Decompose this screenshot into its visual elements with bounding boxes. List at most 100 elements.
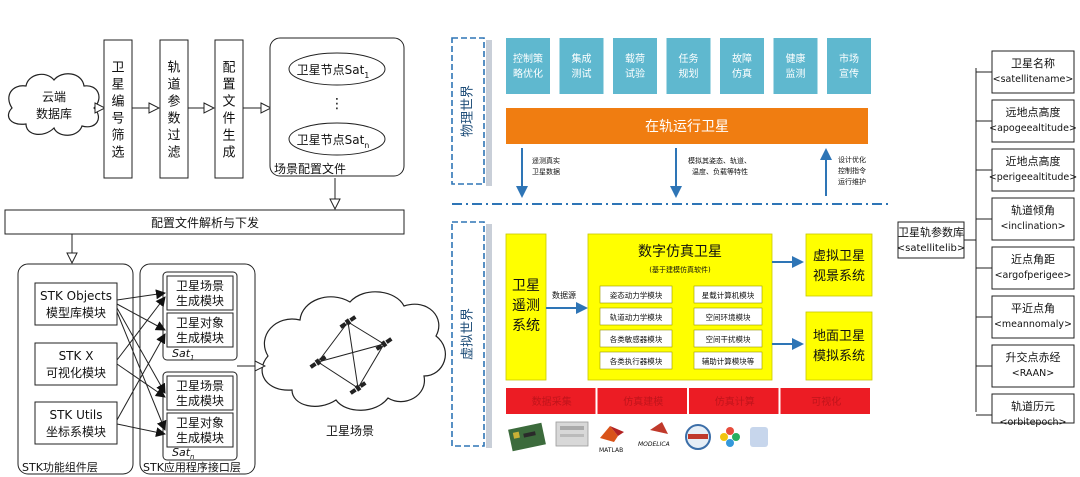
satellite-icon (349, 381, 367, 395)
sim-module-box (693, 285, 763, 304)
filter-box-2-char: 滤 (167, 146, 180, 161)
sat-node-n-ellipsis (288, 122, 386, 156)
satellite-icon (309, 355, 327, 369)
sim-module-box (599, 285, 673, 304)
sim-module-label: 各类执行器模块 (610, 356, 663, 366)
stk-x-box (34, 342, 118, 386)
red-bar-segment-label: 仿真建模 (623, 395, 663, 408)
param-box (991, 148, 1075, 192)
scene-gen-module-n-box (166, 375, 234, 411)
satellite-scene-icons (309, 315, 393, 395)
satellite-scene-links (317, 321, 385, 389)
param-leaf-boxes: 卫星名称<satellitename>远地点高度<apogeealtitude>… (976, 50, 1078, 428)
param-root-box (897, 221, 965, 259)
sat-node-1-ellipse (288, 52, 386, 86)
orbit-param-filter-box (159, 39, 189, 179)
filter-box-2-char: 数 (167, 112, 180, 127)
application-box-label: 监测 (786, 67, 806, 80)
application-box (506, 38, 550, 94)
param-name-label: 平近点角 (1011, 302, 1055, 315)
physical-world-bar (451, 37, 485, 185)
param-tag-label: <inclination> (1000, 221, 1065, 232)
physical-world-bar-shadow (486, 40, 492, 186)
param-name-label: 轨道历元 (1011, 399, 1055, 413)
application-box-label: 故障 (732, 52, 752, 65)
filter-box-1-char: 卫 (111, 61, 124, 76)
filter-box-2-char: 道 (167, 78, 180, 93)
red-bar-segment-label: 数据采集 (532, 395, 572, 408)
filter-box-1-char: 号 (111, 112, 124, 127)
stk-utils-label-1: STK Utils (49, 408, 102, 422)
red-bar-segment (689, 388, 779, 414)
module-group-n-sat-label: Satn (172, 446, 194, 461)
filter-box-1-char: 编 (111, 95, 124, 110)
virtual-view-label-1: 虚拟卫星 (813, 249, 865, 264)
svg-text:MATLAB: MATLAB (599, 447, 623, 454)
matlab-logo: MATLAB (599, 426, 624, 454)
config-file-gen-box (214, 39, 244, 179)
process-red-bar: 数据采集仿真建模仿真计算可视化 (506, 388, 870, 414)
sim-module-box (693, 351, 763, 370)
application-box-label: 载荷 (625, 53, 645, 65)
filter-box-3-char: 文 (222, 95, 235, 110)
sim-module-box (599, 329, 673, 348)
filter-box-1-char: 星 (111, 78, 124, 93)
filter-box-3-char: 生 (222, 129, 235, 144)
application-box-label: 任务 (679, 52, 699, 65)
sim-module-label: 星载计算机模块 (702, 290, 755, 300)
svg-text:MODELICA: MODELICA (638, 441, 670, 448)
param-root-label-2: <satellitelib> (897, 243, 965, 254)
sim-module-box (599, 307, 673, 326)
stk-api-layer-label: STK应用程序接口层 (143, 460, 241, 474)
param-name-label: 卫星名称 (1011, 56, 1055, 70)
object-gen-module-1-label-1: 卫星对象 (176, 316, 224, 330)
stk-utils-label-2: 坐标系模块 (46, 425, 106, 439)
on-orbit-satellite-label: 在轨运行卫星 (645, 119, 729, 135)
application-box (559, 38, 604, 94)
virtual-view-label-2: 视景系统 (813, 269, 865, 284)
application-box-label: 宣传 (839, 67, 859, 80)
red-bar-segment (780, 388, 870, 414)
param-tag-label: <orbitepoch> (1000, 417, 1067, 428)
stk-objects-box (34, 282, 118, 326)
filter-box-3-char: 配 (222, 61, 235, 76)
stk-utils-box (34, 401, 118, 445)
sim-module-box (693, 329, 763, 348)
scene-gen-module-1-box (166, 275, 234, 311)
physical-world-label: 物理世界 (461, 85, 476, 137)
note-real-data-2: 卫星数据 (532, 167, 560, 176)
partial-logo-icon (750, 427, 768, 447)
virtual-world-bar-shadow (486, 224, 492, 448)
object-gen-module-n-label-2: 生成模块 (176, 431, 224, 445)
ground-sim-label-2: 模拟系统 (813, 349, 865, 364)
param-box (991, 295, 1075, 339)
param-name-label: 近点角距 (1011, 253, 1055, 266)
application-box-label: 集成 (572, 52, 592, 65)
ground-sim-system-box (805, 311, 873, 381)
application-box (613, 38, 657, 94)
filter-box-3-char: 成 (222, 146, 235, 161)
filter-box-2-char: 过 (167, 129, 180, 144)
sat-node-1-label: 卫星节点Sat1 (297, 63, 370, 80)
object-gen-module-n-label-1: 卫星对象 (176, 416, 224, 430)
param-tag-label: <meannomaly> (994, 319, 1072, 330)
sim-module-label: 空间干扰模块 (706, 334, 751, 344)
scene-gen-module-1-label-1: 卫星场景 (176, 279, 224, 293)
param-tag-label: <perigeealtitude> (989, 172, 1078, 183)
stk-x-label-2: 可视化模块 (46, 365, 106, 380)
sim-module-label: 姿态动力学模块 (610, 290, 663, 300)
note-simulate-2: 温度、负载等特性 (692, 167, 748, 176)
modelica-logo: MODELICA (638, 422, 670, 448)
on-orbit-satellite-bar (506, 108, 868, 144)
virtual-world-bar (451, 221, 485, 447)
param-box (991, 344, 1075, 388)
flower-logo-icon (720, 427, 740, 447)
note-control-3: 运行维护 (838, 177, 866, 186)
object-gen-module-1-box (166, 312, 234, 348)
stk-function-layer-label: STK功能组件层 (22, 460, 98, 474)
application-box-label: 控制策 (513, 52, 543, 65)
red-bar-segment (597, 388, 687, 414)
param-box (991, 50, 1075, 94)
